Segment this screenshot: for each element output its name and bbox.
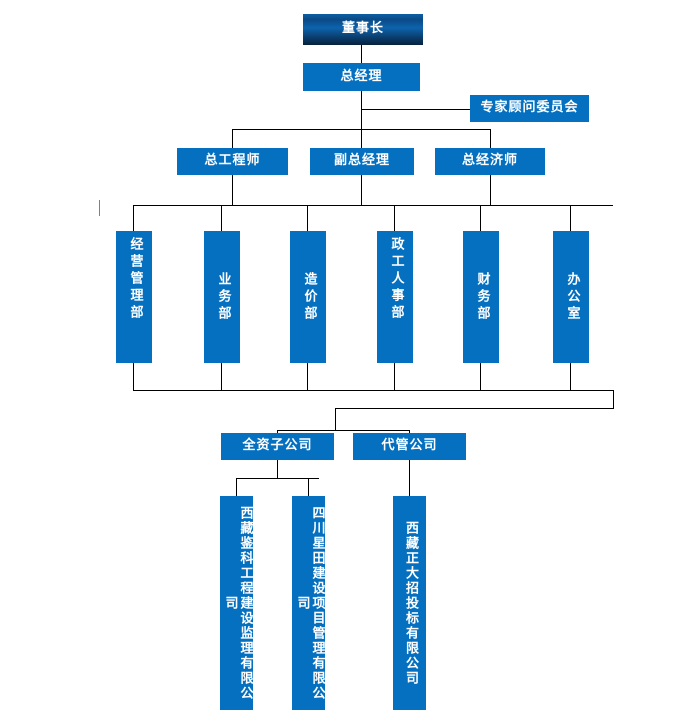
node-chairman[interactable]: 董事长 xyxy=(303,14,423,45)
connector-dept-3-down xyxy=(307,363,308,390)
connector-drop-dept-1 xyxy=(133,205,134,231)
connector-drop-dept-4 xyxy=(394,205,395,231)
node-managed-companies[interactable]: 代管公司 xyxy=(353,433,466,460)
connector-wholly-owned-down xyxy=(277,460,278,478)
connector-to-company-groups xyxy=(335,408,614,409)
connector-drop-chief-economist xyxy=(490,129,491,148)
connector-wholly-owned-split-bus xyxy=(236,478,319,479)
node-department-operations-management[interactable]: 经营管理部 xyxy=(116,231,152,363)
connector-chairman-to-gm xyxy=(361,45,362,63)
node-deputy-general-manager[interactable]: 副总经理 xyxy=(310,148,414,175)
connector-drop-subsidiary-1 xyxy=(236,478,237,496)
node-department-cost[interactable]: 造价部 xyxy=(290,231,326,363)
connector-bus-right-corner xyxy=(613,390,614,408)
connector-department-bus-bottom xyxy=(133,390,613,391)
node-department-office[interactable]: 办公室 xyxy=(553,231,589,363)
connector-drop-subsidiary-2 xyxy=(308,478,309,496)
connector-chief-engineer-down xyxy=(232,175,233,205)
connector-dept-4-down xyxy=(394,363,395,390)
connector-company-groups-trunk xyxy=(335,408,336,430)
node-department-finance[interactable]: 财务部 xyxy=(463,231,499,363)
connector-drop-deputy-gm xyxy=(361,129,362,148)
node-subsidiary-tibet-zhengda[interactable]: 西藏正大招投标有限公司 xyxy=(393,496,426,710)
node-wholly-owned-subsidiaries[interactable]: 全资子公司 xyxy=(221,433,334,460)
connector-department-bus-top xyxy=(133,205,613,206)
node-department-business[interactable]: 业务部 xyxy=(204,231,240,363)
connector-drop-dept-2 xyxy=(221,205,222,231)
connector-chief-economist-down xyxy=(490,175,491,205)
connector-gm-trunk xyxy=(361,91,362,129)
connector-dept-1-down xyxy=(133,363,134,390)
connector-drop-dept-5 xyxy=(480,205,481,231)
node-advisory-committee[interactable]: 专家顾问委员会 xyxy=(470,95,589,122)
connector-company-group-bus xyxy=(277,430,409,431)
node-general-manager[interactable]: 总经理 xyxy=(303,63,420,91)
connector-dept-2-down xyxy=(221,363,222,390)
node-chief-engineer[interactable]: 总工程师 xyxy=(177,148,288,175)
connector-deputy-gm-down xyxy=(361,175,362,205)
connector-drop-subsidiary-3 xyxy=(409,460,410,496)
connector-drop-dept-6 xyxy=(570,205,571,231)
connector-drop-chief-engineer xyxy=(232,129,233,148)
connector-drop-dept-3 xyxy=(307,205,308,231)
node-department-political-hr[interactable]: 政工人事部 xyxy=(377,231,413,363)
stray-tick-mark xyxy=(99,200,100,216)
connector-dept-6-down xyxy=(570,363,571,390)
connector-dept-5-down xyxy=(480,363,481,390)
node-subsidiary-tibet-jianke[interactable]: 西藏鉴科工程建设监理有限公司 xyxy=(220,496,253,710)
node-subsidiary-sichuan-xingtian[interactable]: 四川星田建设项目管理有限公司 xyxy=(292,496,325,710)
connector-gm-to-advisory xyxy=(361,109,471,110)
node-chief-economist[interactable]: 总经济师 xyxy=(435,148,545,175)
